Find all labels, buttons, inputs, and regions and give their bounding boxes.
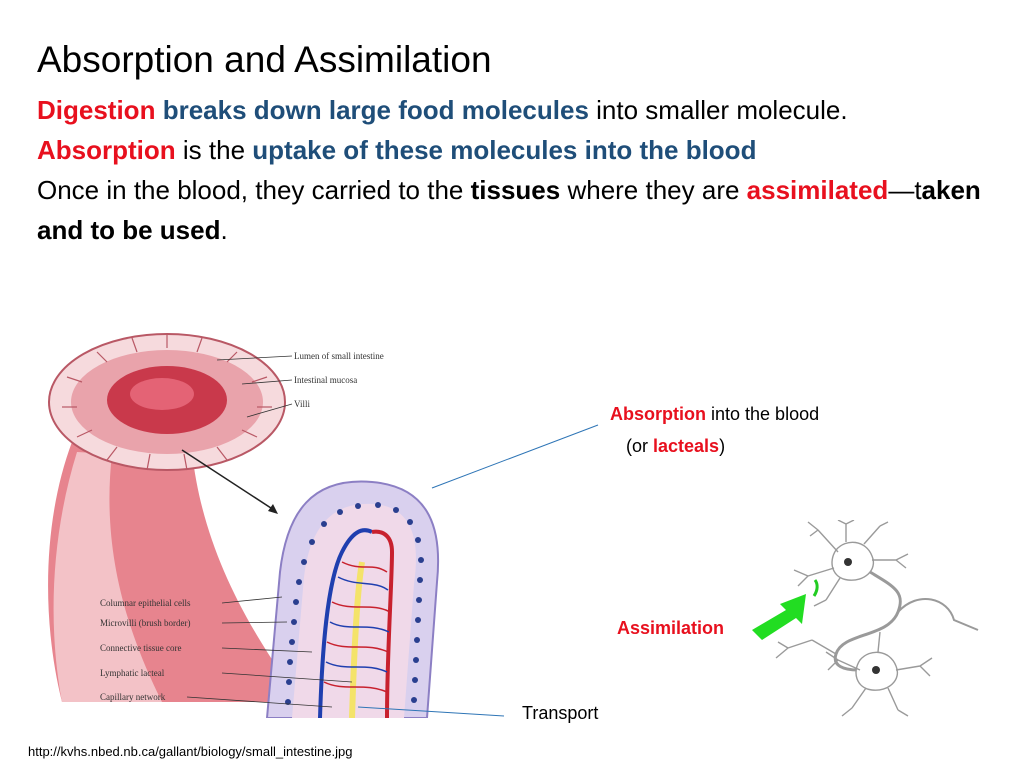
assimilation-label: Assimilation	[617, 618, 725, 638]
intestine-svg: Lumen of small intestine Intestinal muco…	[42, 322, 449, 719]
uptake-phrase: uptake of these molecules into the blood	[252, 135, 757, 165]
label-connective: Connective tissue core	[100, 643, 181, 653]
image-source-caption: http://kvhs.nbed.nb.ca/gallant/biology/s…	[28, 744, 353, 759]
into-blood-text: into the blood	[711, 404, 820, 424]
taken-phrase: aken and to be used	[37, 175, 981, 245]
breaks-down-phrase: breaks down large food molecules	[162, 95, 589, 125]
or-text: (or	[626, 436, 648, 456]
intestine-illustration: Lumen of small intestine Intestinal muco…	[42, 322, 449, 719]
period-text: .	[220, 215, 228, 245]
label-capillary: Capillary network	[100, 692, 166, 702]
where-text: where they are	[567, 175, 740, 205]
neuron-illustration	[752, 520, 979, 717]
once-text: Once in the blood, they carried to the	[37, 175, 464, 205]
label-lacteal: Lymphatic lacteal	[100, 668, 165, 678]
digestion-term: Digestion	[37, 95, 156, 125]
close-paren: )	[719, 436, 726, 456]
slide-title: Absorption and Assimilation	[37, 39, 492, 80]
transport-pointer-line	[357, 706, 505, 717]
absorption-sentence: Absorption is the uptake of these molecu…	[37, 130, 997, 170]
green-arrow-icon	[752, 594, 806, 640]
tissues-term: tissues	[470, 175, 561, 205]
slide-body: Digestion breaks down large food molecul…	[37, 90, 997, 250]
assimilation-sentence: Once in the blood, they carried to the t…	[37, 170, 997, 250]
assimilated-term: assimilated	[746, 175, 889, 205]
lacteals-term: lacteals	[653, 436, 720, 456]
is-the-text: is the	[182, 135, 246, 165]
dash-text: —t	[888, 175, 922, 205]
lacteals-annotation: (or lacteals)	[626, 434, 725, 458]
absorption-annotation-term: Absorption	[610, 404, 706, 424]
label-microvilli: Microvilli (brush border)	[100, 618, 190, 628]
label-villi: Villi	[294, 399, 310, 409]
label-mucosa: Intestinal mucosa	[294, 375, 357, 385]
label-columnar: Columnar epithelial cells	[100, 598, 191, 608]
transport-label: Transport	[522, 703, 599, 723]
label-lumen: Lumen of small intestine	[294, 351, 384, 361]
absorption-pointer-line	[431, 424, 599, 489]
digestion-rest: into smaller molecule.	[596, 95, 848, 125]
digestion-sentence: Digestion breaks down large food molecul…	[37, 90, 997, 130]
absorption-annotation: Absorption into the blood	[610, 402, 819, 426]
absorption-term: Absorption	[37, 135, 176, 165]
